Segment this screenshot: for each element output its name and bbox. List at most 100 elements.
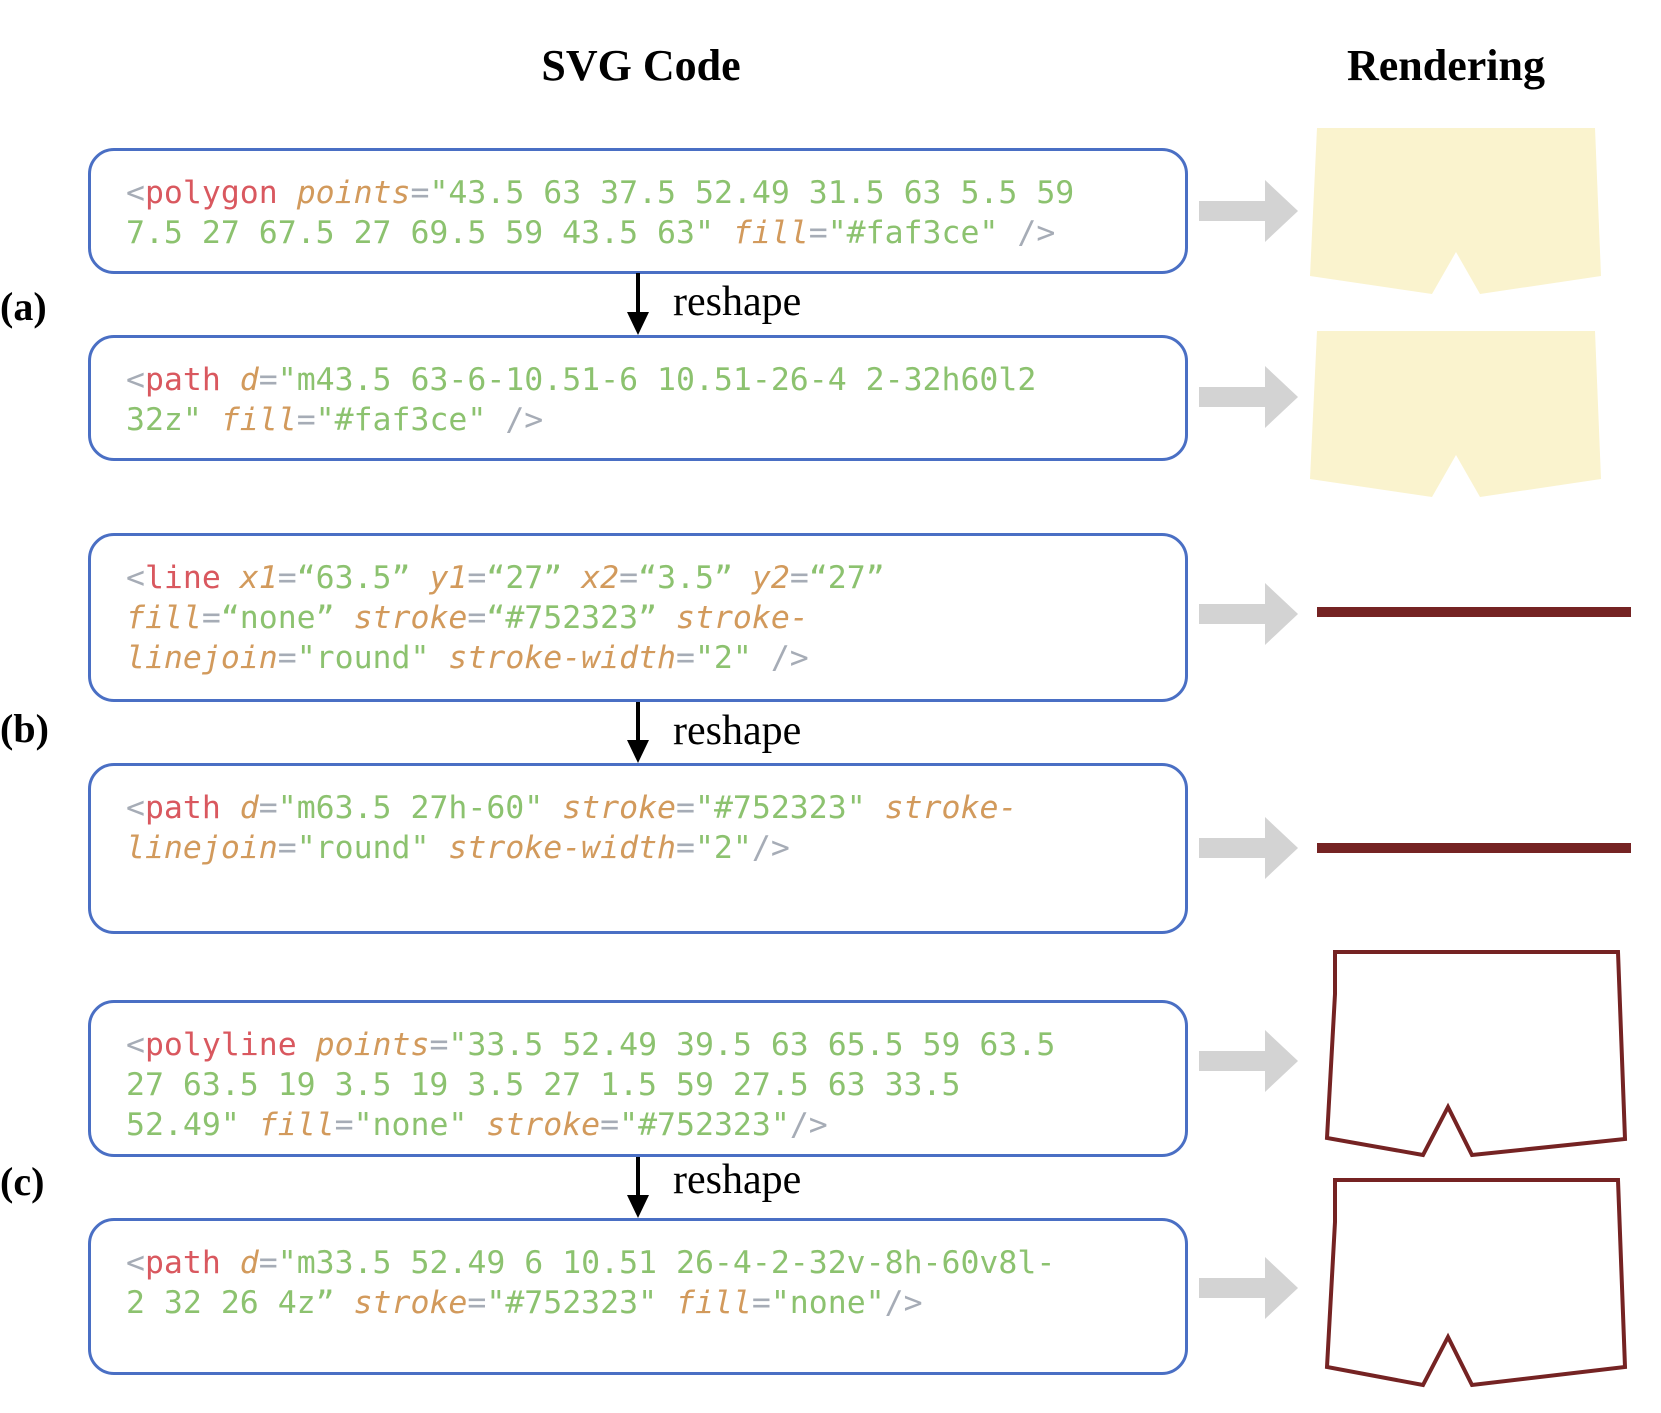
reshape-label-b: reshape bbox=[673, 708, 802, 754]
code-punctuation: = bbox=[789, 560, 809, 596]
code-punctuation: /> bbox=[884, 1285, 923, 1321]
code-line: linejoin="round" stroke-width="2"/> bbox=[126, 828, 1185, 868]
code-line: 27 63.5 19 3.5 19 3.5 27 1.5 59 27.5 63 … bbox=[126, 1065, 1185, 1105]
code-value: "#752323" bbox=[486, 1285, 658, 1321]
code-line: linejoin="round" stroke-width="2" /> bbox=[126, 638, 1185, 678]
reshape-arrow-c bbox=[627, 1157, 649, 1218]
code-attribute: fill bbox=[676, 1285, 752, 1321]
code-attribute: y1 bbox=[429, 560, 468, 596]
code-value: “27” bbox=[808, 560, 885, 596]
code-value: 27 63.5 19 3.5 19 3.5 27 1.5 59 27.5 63 … bbox=[126, 1067, 961, 1103]
code-value: "2" bbox=[694, 830, 752, 866]
rendering-c-path bbox=[1324, 1178, 1628, 1388]
code-punctuation: = bbox=[258, 1245, 278, 1281]
header-svg-code: SVG Code bbox=[541, 41, 741, 90]
code-punctuation: = bbox=[258, 362, 278, 398]
code-box-c-polyline: <polyline points="33.5 52.49 39.5 63 65.… bbox=[88, 1000, 1188, 1157]
code-punctuation: < bbox=[126, 560, 145, 596]
code-value: “27” bbox=[486, 560, 563, 596]
code-value: "2" bbox=[694, 640, 752, 676]
code-value: "m43.5 63-6-10.51-6 10.51-26-4 2-32h60l2 bbox=[277, 362, 1037, 398]
code-line: <path d="m63.5 27h-60" stroke="#752323" … bbox=[126, 788, 1185, 828]
code-value: “none” bbox=[220, 600, 335, 636]
code-attribute: d bbox=[239, 1245, 259, 1281]
code-value: "m63.5 27h-60" bbox=[277, 790, 544, 826]
code-punctuation: = bbox=[467, 560, 487, 596]
code-value: "none" bbox=[353, 1107, 468, 1143]
code-attribute: y2 bbox=[751, 560, 790, 596]
code-punctuation: = bbox=[410, 175, 430, 211]
code-attribute: d bbox=[239, 362, 259, 398]
code-attribute: fill bbox=[126, 600, 202, 636]
code-punctuation: = bbox=[296, 402, 316, 438]
code-attribute: points bbox=[296, 175, 411, 211]
code-attribute: stroke- bbox=[884, 790, 1018, 826]
code-attribute: x2 bbox=[581, 560, 620, 596]
render-arrow-c1 bbox=[1199, 1030, 1298, 1092]
code-punctuation: = bbox=[277, 830, 297, 866]
code-box-c-path: <path d="m33.5 52.49 6 10.51 26-4-2-32v-… bbox=[88, 1218, 1188, 1375]
code-attribute: linejoin bbox=[126, 640, 278, 676]
code-line: <line x1=“63.5” y1=“27” x2=“3.5” y2=“27” bbox=[126, 558, 1185, 598]
code-punctuation: = bbox=[619, 560, 639, 596]
code-punctuation: = bbox=[201, 600, 221, 636]
code-attribute: x1 bbox=[239, 560, 278, 596]
code-punctuation: /> bbox=[770, 640, 809, 676]
code-value: "#752323" bbox=[619, 1107, 790, 1143]
code-line: 2 32 26 4z” stroke="#752323" fill="none"… bbox=[126, 1283, 1185, 1323]
code-value: "m33.5 52.49 6 10.51 26-4-2-32v-8h-60v8l… bbox=[277, 1245, 1056, 1281]
code-punctuation: = bbox=[429, 1027, 449, 1063]
code-value: "round" bbox=[296, 640, 430, 676]
code-tag: path bbox=[144, 362, 221, 398]
reshape-label-a: reshape bbox=[673, 279, 802, 325]
render-arrow-b1 bbox=[1199, 583, 1298, 645]
code-punctuation: = bbox=[467, 1285, 487, 1321]
code-attribute: linejoin bbox=[126, 830, 278, 866]
code-line: 52.49" fill="none" stroke="#752323"/> bbox=[126, 1105, 1185, 1145]
code-attribute: stroke bbox=[486, 1107, 601, 1143]
code-attribute: stroke bbox=[353, 1285, 468, 1321]
code-attribute: stroke-width bbox=[448, 830, 676, 866]
reshape-arrow-b bbox=[627, 702, 649, 763]
group-label-b: (b) bbox=[0, 706, 49, 751]
code-value: “63.5” bbox=[296, 560, 411, 596]
group-label-a: (a) bbox=[0, 284, 47, 329]
code-attribute: fill bbox=[220, 402, 297, 438]
code-line: 7.5 27 67.5 27 69.5 59 43.5 63" fill="#f… bbox=[126, 213, 1185, 253]
render-arrow-a1 bbox=[1199, 180, 1298, 242]
code-attribute: fill bbox=[258, 1107, 335, 1143]
code-punctuation: /> bbox=[1017, 215, 1056, 251]
code-punctuation: < bbox=[126, 175, 145, 211]
code-line: 32z" fill="#faf3ce" /> bbox=[126, 400, 1185, 440]
code-attribute: stroke-width bbox=[448, 640, 676, 676]
code-box-b-line: <line x1=“63.5” y1=“27” x2=“3.5” y2=“27”… bbox=[88, 533, 1188, 702]
code-value: “#752323” bbox=[486, 600, 658, 636]
code-attribute: fill bbox=[732, 215, 809, 251]
code-box-b-path: <path d="m63.5 27h-60" stroke="#752323" … bbox=[88, 763, 1188, 934]
code-punctuation: = bbox=[676, 640, 695, 676]
rendering-a-path bbox=[1310, 331, 1601, 497]
code-line: fill=“none” stroke=“#752323” stroke- bbox=[126, 598, 1185, 638]
code-tag: polygon bbox=[144, 175, 278, 211]
code-punctuation: < bbox=[126, 1027, 145, 1063]
code-box-a-polygon: <polygon points="43.5 63 37.5 52.49 31.5… bbox=[88, 148, 1188, 274]
code-punctuation: = bbox=[600, 1107, 620, 1143]
code-line: <path d="m43.5 63-6-10.51-6 10.51-26-4 2… bbox=[126, 360, 1185, 400]
code-punctuation: = bbox=[258, 790, 278, 826]
reshape-arrow-a bbox=[627, 273, 649, 335]
code-value: 32z" bbox=[126, 402, 202, 438]
code-punctuation: = bbox=[277, 640, 297, 676]
code-line: <polygon points="43.5 63 37.5 52.49 31.5… bbox=[126, 173, 1185, 213]
code-punctuation: < bbox=[126, 1245, 145, 1281]
code-value: "round" bbox=[296, 830, 430, 866]
code-box-a-path: <path d="m43.5 63-6-10.51-6 10.51-26-4 2… bbox=[88, 335, 1188, 461]
code-attribute: stroke bbox=[353, 600, 468, 636]
code-value: "#faf3ce" bbox=[315, 402, 487, 438]
code-punctuation: < bbox=[126, 790, 145, 826]
code-value: "none" bbox=[770, 1285, 885, 1321]
code-punctuation: = bbox=[808, 215, 828, 251]
code-value: "#faf3ce" bbox=[827, 215, 999, 251]
rendering-a-polygon bbox=[1310, 128, 1601, 294]
code-tag: path bbox=[144, 1245, 221, 1281]
